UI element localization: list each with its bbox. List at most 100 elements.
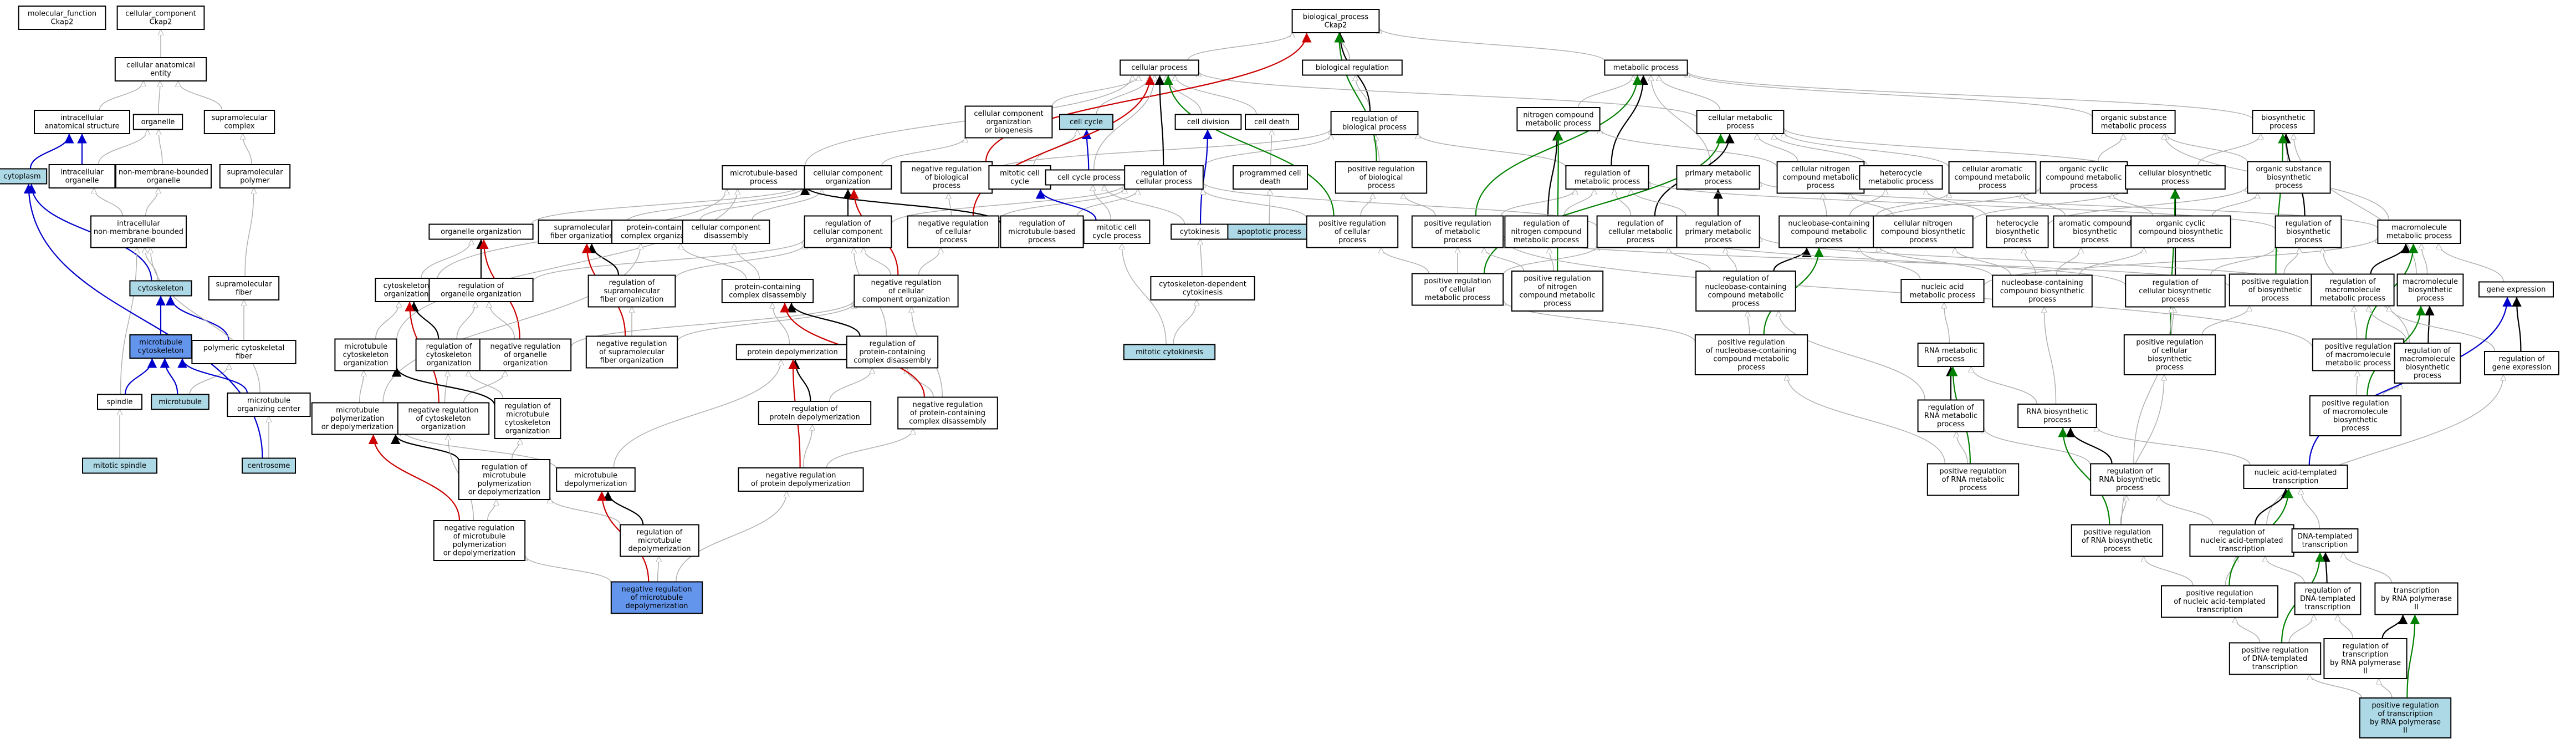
go-term-node-celldiv[interactable]: cell division: [1174, 114, 1242, 130]
go-term-box[interactable]: [203, 110, 275, 134]
go-term-box[interactable]: [1676, 165, 1760, 190]
go-term-box[interactable]: [897, 396, 998, 430]
go-term-box[interactable]: [1291, 9, 1380, 33]
go-term-box[interactable]: [2309, 395, 2402, 436]
go-term-node-cytoplasm[interactable]: cytoplasm: [0, 168, 48, 185]
go-term-box[interactable]: [585, 335, 678, 369]
go-term-box[interactable]: [846, 335, 939, 369]
go-term-box[interactable]: [1859, 165, 1943, 190]
go-term-box[interactable]: [2377, 220, 2461, 244]
go-term-node-geneexp[interactable]: gene expression: [2478, 281, 2554, 298]
go-term-node-celldeath[interactable]: cell death: [1245, 114, 1299, 130]
go-term-box[interactable]: [1000, 215, 1084, 248]
go-term-box[interactable]: [1411, 273, 1504, 306]
go-term-box[interactable]: [2294, 582, 2362, 615]
go-term-box[interactable]: [397, 402, 490, 435]
go-term-box[interactable]: [428, 278, 534, 302]
go-term-box[interactable]: [2017, 404, 2097, 428]
go-term-node-organelle[interactable]: organelle: [132, 114, 183, 130]
go-term-box[interactable]: [2092, 110, 2176, 134]
go-term-node-orgorg[interactable]: organelle organization: [428, 223, 534, 240]
go-term-node-cytoskeleton[interactable]: cytoskeleton: [129, 280, 192, 297]
go-term-node-cellcycle[interactable]: cell cycle: [1059, 114, 1113, 130]
go-term-box[interactable]: [479, 338, 572, 371]
go-term-box[interactable]: [758, 401, 872, 425]
go-term-box[interactable]: [1330, 111, 1419, 135]
go-term-box[interactable]: [1174, 114, 1242, 130]
go-term-box[interactable]: [2090, 463, 2170, 496]
go-term-box[interactable]: [1059, 114, 1113, 130]
go-term-box[interactable]: [34, 110, 130, 134]
go-term-box[interactable]: [1604, 59, 1688, 76]
go-term-box[interactable]: [907, 215, 1000, 248]
go-term-box[interactable]: [219, 164, 291, 188]
go-term-box[interactable]: [538, 220, 626, 244]
go-term-box[interactable]: [722, 165, 806, 190]
go-term-node-cytokinesis[interactable]: cytokinesis: [1171, 223, 1229, 240]
go-term-node-microtubule[interactable]: microtubule: [151, 394, 209, 410]
go-term-box[interactable]: [1302, 59, 1403, 76]
go-term-box[interactable]: [1083, 220, 1151, 244]
go-term-box[interactable]: [900, 161, 993, 194]
go-term-box[interactable]: [48, 164, 116, 188]
go-term-box[interactable]: [2229, 273, 2322, 307]
go-term-box[interactable]: [1917, 343, 1985, 367]
go-term-box[interactable]: [116, 6, 205, 30]
go-term-node-mitspindle[interactable]: mitotic spindle: [82, 457, 157, 474]
go-term-node-pdepoly[interactable]: protein depolymerization: [735, 344, 850, 360]
go-term-box[interactable]: [1992, 274, 2093, 308]
go-term-box[interactable]: [1120, 59, 1199, 76]
go-term-box[interactable]: [191, 340, 297, 364]
go-term-box[interactable]: [114, 57, 207, 81]
go-term-node-mitcyto[interactable]: mitotic cytokinesis: [1123, 344, 1216, 360]
go-term-node-cellproc[interactable]: cellular process: [1120, 59, 1199, 76]
go-term-box[interactable]: [587, 274, 676, 308]
go-term-box[interactable]: [1696, 110, 1785, 134]
go-term-box[interactable]: [2243, 465, 2348, 489]
go-term-box[interactable]: [1900, 279, 1985, 303]
go-term-box[interactable]: [415, 338, 483, 371]
go-term-box[interactable]: [1596, 215, 1685, 248]
go-term-box[interactable]: [2394, 343, 2461, 384]
go-term-box[interactable]: [1776, 161, 1865, 194]
go-term-box[interactable]: [1986, 215, 2049, 248]
go-term-box[interactable]: [738, 467, 864, 492]
